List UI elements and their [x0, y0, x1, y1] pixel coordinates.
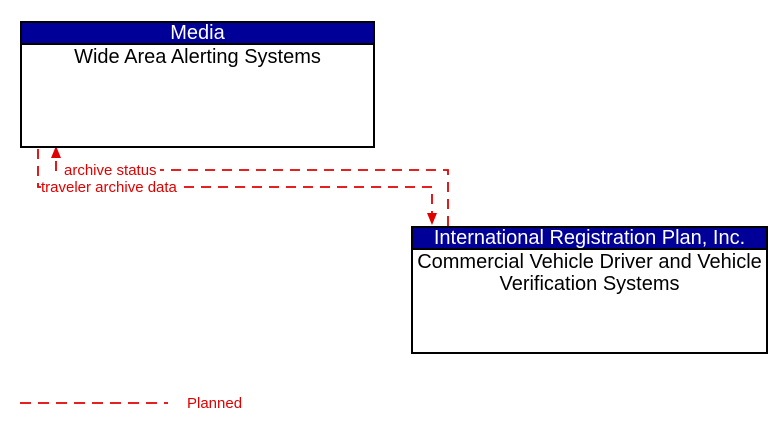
flow-line-archive-status [160, 169, 449, 226]
box-irp-body: Commercial Vehicle Driver and Vehicle Ve… [417, 251, 762, 295]
box-irp[interactable]: International Registration Plan, Inc. Co… [411, 226, 768, 354]
arrowhead-down-icon [427, 213, 437, 225]
box-media-header: Media [22, 23, 373, 45]
box-media-body: Wide Area Alerting Systems [74, 46, 321, 68]
flow-label-archive-status: archive status [64, 162, 157, 179]
legend-planned-label: Planned [187, 395, 243, 412]
flow-line-traveler-archive-data [184, 186, 433, 214]
flow-label-traveler-archive-data: traveler archive data [41, 179, 177, 196]
box-media[interactable]: Media Wide Area Alerting Systems [20, 21, 375, 148]
box-irp-header: International Registration Plan, Inc. [413, 228, 766, 250]
